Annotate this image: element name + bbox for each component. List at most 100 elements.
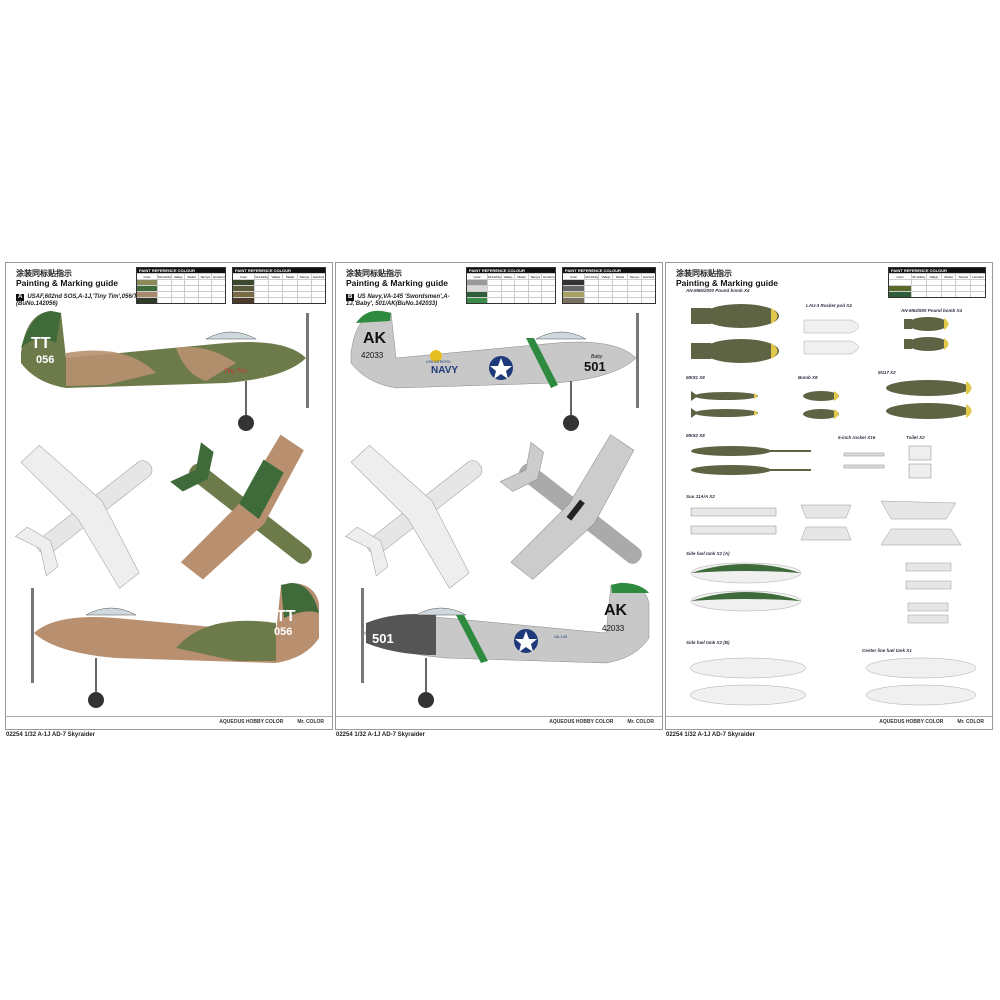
insignia-star: [515, 631, 537, 652]
col-header: Humbrol: [211, 274, 225, 279]
col-header: Vallejo: [500, 274, 515, 279]
col-header: Mr.Hobby: [254, 274, 269, 279]
bottom-view: [14, 444, 153, 589]
label-tank-b: Side fuel tank X2 (B): [686, 640, 730, 645]
paint-table-title: PAINT REFERENCE COLOUR: [467, 268, 555, 273]
squadron-lettering: VA-145: [554, 634, 568, 639]
heading-cn: 涂装同标贴指示: [346, 269, 402, 278]
aircraft-views: AK 42033 NAVY USS INTREPID 501 Baby: [344, 310, 650, 708]
col-header: Mr.Hobby: [911, 274, 926, 279]
divider: [666, 716, 992, 717]
tailplane: [170, 442, 214, 492]
paint-table-title: PAINT REFERENCE COLOUR: [889, 268, 985, 273]
paint-table-title: PAINT REFERENCE COLOUR: [137, 268, 225, 273]
top-view: [170, 434, 312, 580]
scheme-text: US Navy,VA-145 'Swordsmen',A-1J,'Baby', …: [346, 294, 450, 307]
ordnance-drawings: [689, 304, 977, 706]
col-header: Humbrol: [310, 274, 325, 279]
camo-patch: [176, 347, 236, 381]
page-title: Painting & Marking guide: [346, 278, 449, 288]
lau3-pods: [803, 319, 859, 355]
col-header: Color: [143, 275, 151, 279]
tailplane: [344, 526, 389, 577]
canopy: [415, 607, 467, 616]
divider: [6, 716, 332, 717]
col-header: Color: [569, 275, 578, 279]
col-header: Model Master: [940, 274, 956, 279]
legend-aqueous: AQUEOUS HOBBY COLOR: [879, 719, 944, 725]
scheme-text: USAF,602nd SOS,A-1J,'Tiny Tim',056/TT (B…: [16, 294, 141, 307]
tail-fin: [281, 583, 319, 618]
paint-table-title: PAINT REFERENCE COLOUR: [233, 268, 325, 273]
squadron-emblem: [430, 350, 442, 362]
modex-number: 501: [372, 631, 394, 646]
wing: [350, 444, 470, 589]
tail-fin: [21, 311, 61, 348]
col-header: Color: [896, 275, 904, 279]
legend-mr-color: Mr. COLOR: [627, 719, 654, 725]
page-footer: 02254 1/32 A-1J AD-7 Skyraider: [6, 732, 95, 738]
page-footer: 02254 1/32 A-1J AD-7 Skyraider: [666, 732, 755, 738]
propeller: [361, 588, 364, 683]
col-header: Mr.Hobby: [157, 274, 171, 279]
scheme-badge: B: [346, 294, 355, 301]
serial-number: 42033: [602, 624, 625, 633]
page-footer: 02254 1/32 A-1J AD-7 Skyraider: [336, 732, 425, 738]
tailplane: [14, 526, 59, 577]
page-title: Painting & Marking guide: [16, 278, 119, 288]
cowling: [366, 614, 436, 655]
ship-name: USS INTREPID: [426, 360, 451, 364]
label-mk82: MK82 X8: [686, 433, 705, 438]
label-mk81: MK81 X8: [686, 375, 705, 380]
col-header: Humbrol: [970, 274, 985, 279]
label-toilet: Toilet X2: [906, 435, 925, 440]
col-header: Model Master: [514, 274, 528, 279]
tail-code: TT: [31, 335, 51, 352]
propeller: [306, 313, 309, 408]
col-header: Mr.Hobby: [487, 274, 501, 279]
wing: [510, 434, 635, 580]
label-gun-pod: Suu 11A/A X2: [686, 494, 715, 499]
col-header: Vallejo: [268, 274, 282, 279]
ordnance-page: 涂装同标贴指示 Painting & Marking guide PAINT R…: [665, 262, 993, 738]
propeller: [31, 588, 34, 683]
canopy: [535, 331, 587, 340]
rockets: [843, 452, 885, 469]
col-header: Model Master: [282, 274, 296, 279]
tailplane: [499, 441, 544, 492]
label-lau3: LAU-3 Rocket pod X4: [806, 303, 852, 308]
label-rocket: 5-inch rocket X16: [838, 435, 876, 440]
modex-number: 501: [584, 359, 606, 374]
col-header: Model Master: [184, 274, 198, 279]
main-wheel: [238, 415, 254, 431]
fuselage: [21, 311, 306, 388]
legend-aqueous: AQUEOUS HOBBY COLOR: [219, 719, 284, 725]
side-view-right: TT 056: [31, 583, 319, 708]
propeller: [636, 313, 639, 408]
legend-aqueous: AQUEOUS HOBBY COLOR: [549, 719, 614, 725]
mk82-bombs: [691, 446, 811, 475]
green-stripe: [456, 615, 488, 663]
col-header: Vallejo: [598, 274, 612, 279]
col-header: Color: [473, 275, 481, 279]
tail-code: TT: [276, 608, 296, 625]
an-m64-bombs: [904, 317, 949, 351]
camo-patch: [176, 620, 276, 661]
camo-patch: [66, 350, 156, 386]
gun-pods: [690, 507, 777, 535]
label-tank-a: Side fuel tank X2 (A): [686, 551, 730, 556]
col-header: Vallejo: [170, 274, 185, 279]
an-m66-bombs: [691, 304, 779, 363]
col-header: Vallejo: [925, 274, 941, 279]
col-header: Model Master: [612, 274, 626, 279]
col-header: Tamiya: [955, 274, 970, 279]
color-legend: AQUEOUS HOBBY COLOR Mr. COLOR: [549, 719, 654, 725]
bottom-view: [344, 444, 483, 589]
side-view-left: AK 42033 NAVY USS INTREPID 501 Baby: [350, 310, 639, 431]
toilets: [908, 445, 932, 479]
